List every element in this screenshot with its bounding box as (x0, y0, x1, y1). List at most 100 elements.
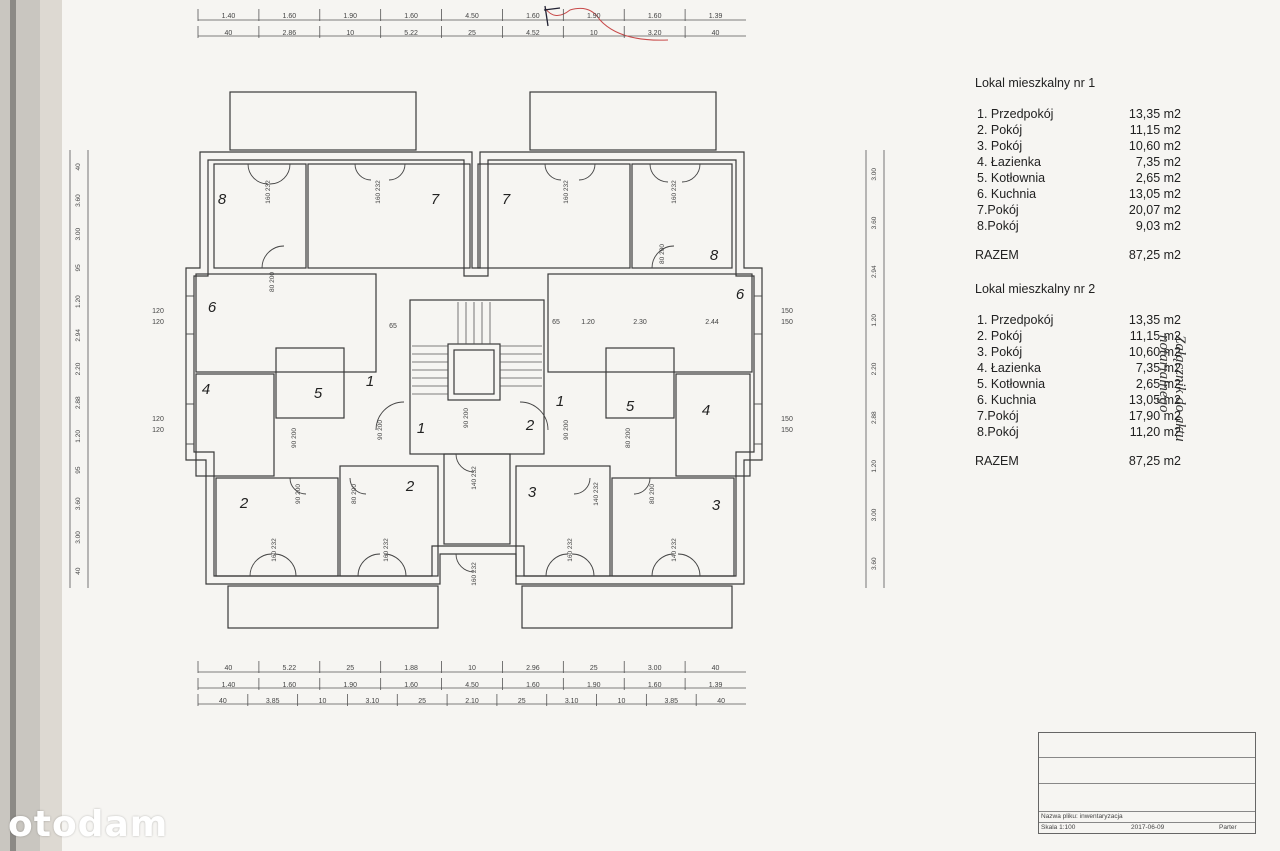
dim-label: 25 (468, 30, 476, 37)
total-area: 87,25 m2 (1128, 454, 1181, 468)
room-area: 20,07 m2 (1128, 203, 1181, 217)
dim-label: 40 (219, 698, 227, 705)
dim-label: 40 (225, 30, 233, 37)
room-name: 2. Pokój (977, 329, 1023, 343)
room-number: 8 (710, 247, 719, 264)
dim-label: 1.20 (75, 430, 82, 443)
dim-label: 1.90 (587, 682, 601, 689)
building-outline (185, 91, 763, 629)
dim-label: 1.90 (587, 13, 601, 20)
room-name: 5. Kotłownia (977, 171, 1046, 185)
dim-label: 3.00 (75, 228, 82, 241)
interior-dim: 65 (389, 323, 397, 330)
interior-dim: 120 (152, 308, 164, 315)
dim-label: 2.10 (465, 698, 479, 705)
dim-label: 40 (75, 567, 82, 575)
otodom-watermark: otodam (8, 804, 169, 845)
door-size: 160 232 (383, 538, 390, 562)
dim-label: 3.60 (871, 557, 878, 570)
dim-label: 5.22 (283, 665, 297, 672)
dim-label: 2.86 (283, 30, 297, 37)
dim-label: 1.90 (343, 682, 357, 689)
dim-label: 4.52 (526, 30, 540, 37)
dim-label: 3.10 (565, 698, 579, 705)
dim-label: 1.20 (871, 460, 878, 473)
room-area: 10,60 m2 (1128, 345, 1181, 359)
room-number: 4 (702, 402, 710, 419)
total-area: 87,25 m2 (1128, 248, 1181, 262)
room-number: 2 (239, 495, 249, 512)
room-number: 3 (528, 484, 537, 501)
dim-label: 3.60 (871, 216, 878, 229)
room-name: 6. Kuchnia (977, 187, 1037, 201)
door-size: 80 200 (351, 484, 358, 504)
stairs (412, 302, 542, 395)
room-number: 5 (626, 398, 635, 415)
room-area: 10,60 m2 (1128, 139, 1181, 153)
room-number: 2 (405, 478, 415, 495)
dim-label: 1.60 (648, 682, 662, 689)
total-label: RAZEM (975, 248, 1019, 262)
dim-label: 2.20 (871, 362, 878, 375)
dim-label: 25 (590, 665, 598, 672)
dim-label: 1.90 (343, 13, 357, 20)
dim-label: 2.88 (75, 396, 82, 409)
dim-label: 25 (418, 698, 426, 705)
dim-label: 1.60 (283, 13, 297, 20)
dim-label: 1.60 (283, 682, 297, 689)
room-name: 4. Łazienka (977, 361, 1041, 375)
room-area: 9,03 m2 (1135, 219, 1181, 233)
dim-label: 1.39 (709, 13, 723, 20)
door-size: 160 232 (471, 562, 478, 586)
room-number: 4 (202, 381, 210, 398)
dim-label: 1.60 (404, 13, 418, 20)
dim-label: 40 (712, 30, 720, 37)
notarial-annotation: Załącznik do aktu notarialnego (1156, 335, 1188, 442)
door-size: 80 200 (625, 428, 632, 448)
dim-label: 40 (712, 665, 720, 672)
room-row: 6. Kuchnia 13,05 m2 (975, 186, 1181, 202)
room-name: 8.Pokój (977, 425, 1019, 439)
room-number: 5 (314, 385, 323, 402)
dim-label: 3.00 (871, 168, 878, 181)
interior-dim: 150 (781, 308, 793, 315)
dim-label: 25 (346, 665, 354, 672)
dim-label: 1.60 (404, 682, 418, 689)
room-name: 8.Pokój (977, 219, 1019, 233)
door-size: 80 200 (269, 272, 276, 292)
door-size: 80 200 (659, 244, 666, 264)
door-size: 160 232 (563, 180, 570, 204)
room-area: 11,20 m2 (1129, 425, 1181, 439)
dim-label: 3.00 (871, 508, 878, 521)
door-size: 80 200 (649, 484, 656, 504)
stamp-floor: Parter (1219, 824, 1237, 831)
stamp-scale: Skala 1:100 (1041, 824, 1076, 831)
door-size: 160 232 (271, 538, 278, 562)
room-number: 6 (736, 286, 745, 303)
dim-label: 1.39 (709, 682, 723, 689)
dim-label: 2.88 (871, 411, 878, 424)
room-area: 13,05 m2 (1128, 187, 1181, 201)
total-label: RAZEM (975, 454, 1019, 468)
dim-label: 4.50 (465, 682, 479, 689)
room-name: 7.Pokój (977, 409, 1019, 423)
door-size: 140 232 (471, 466, 478, 490)
room-name: 5. Kotłownia (977, 377, 1046, 391)
dim-label: 1.40 (222, 682, 236, 689)
legend-unit-2-title: Lokal mieszkalny nr 2 (975, 282, 1096, 296)
dim-label: 3.00 (648, 665, 662, 672)
room-area: 13,05 m2 (1128, 393, 1181, 407)
door-swings (247, 163, 701, 577)
room-name: 1. Przedpokój (977, 107, 1054, 121)
dim-label: 40 (75, 163, 82, 171)
interior-dim: 150 (781, 427, 793, 434)
